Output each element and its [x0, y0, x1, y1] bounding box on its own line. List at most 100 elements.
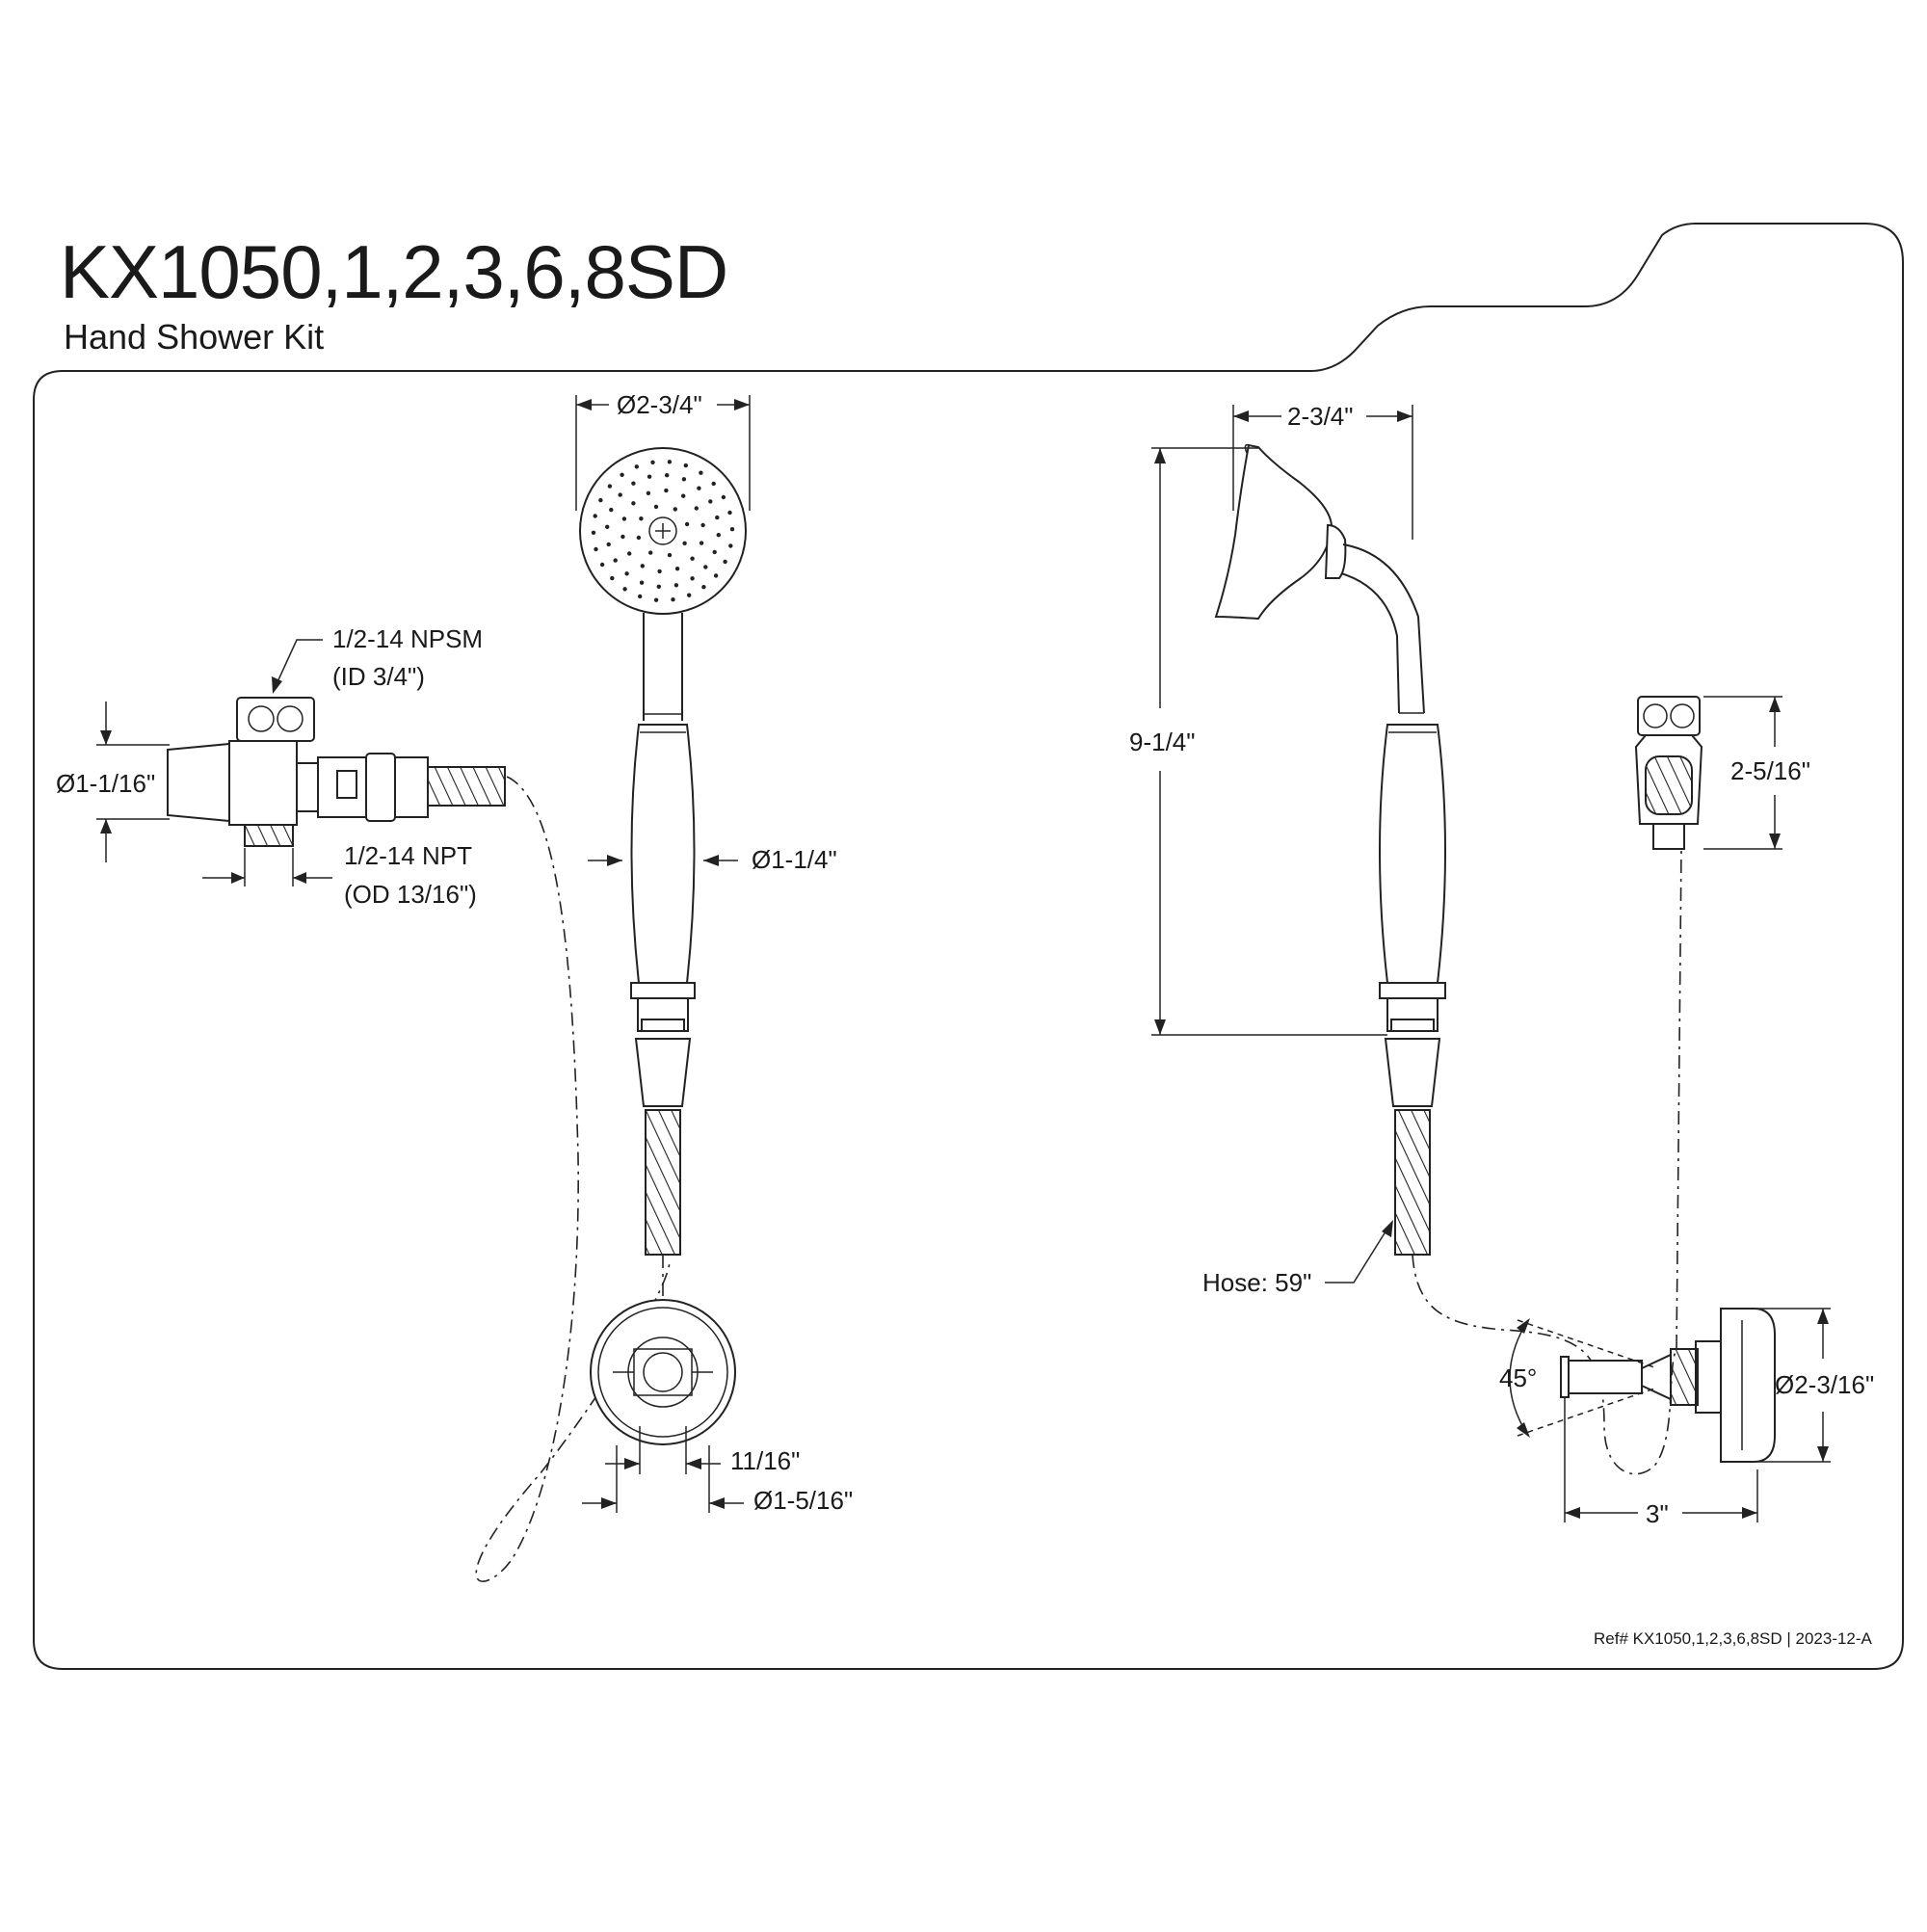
- spray-hole: [729, 527, 735, 532]
- angle-dim: 45°: [1499, 1363, 1537, 1392]
- spray-hole: [593, 514, 597, 518]
- spray-hole: [690, 556, 695, 561]
- spray-hole: [699, 541, 704, 545]
- npt-od-dim: (OD 13/16"): [344, 880, 477, 909]
- hand-shower-front: Ø2-3/4" Ø1-1/4": [575, 390, 837, 1322]
- hose-path-left: [475, 776, 671, 1582]
- handle-diameter-dim: Ø1-1/4": [752, 845, 837, 874]
- hose-length-dim: Hose: 59": [1202, 1268, 1311, 1297]
- spray-hole: [728, 543, 733, 548]
- spray-hole: [673, 507, 677, 512]
- spray-hole: [667, 552, 673, 558]
- holder-diameter-dim: Ø1-5/16": [753, 1486, 853, 1515]
- spray-hole: [620, 472, 624, 477]
- spray-hole: [638, 594, 643, 599]
- spray-hole: [711, 481, 716, 487]
- hose-cone-front: [634, 1038, 692, 1107]
- wall-holder-side: 45° Ø2-3/16" 3": [1499, 1308, 1874, 1528]
- spray-hole: [697, 486, 701, 490]
- spray-hole: [703, 565, 708, 569]
- spray-hole: [609, 507, 614, 513]
- spray-hole: [684, 521, 690, 527]
- spray-hole: [700, 522, 705, 528]
- page-subtitle: Hand Shower Kit: [64, 317, 325, 357]
- shower-handle: [630, 724, 696, 984]
- spray-hole: [624, 571, 629, 576]
- spray-hole: [673, 583, 679, 588]
- projection-dim: 3": [1646, 1499, 1669, 1528]
- spray-hole: [713, 573, 719, 578]
- hose-segment-front: [645, 1109, 681, 1256]
- page-title: KX1050,1,2,3,6,8SD: [60, 229, 728, 314]
- spray-hole: [716, 533, 721, 538]
- spray-hole: [591, 530, 596, 535]
- spray-hole: [699, 470, 703, 475]
- spray-hole: [639, 580, 645, 585]
- spray-hole: [671, 597, 675, 602]
- spray-hole: [606, 542, 611, 547]
- npt-nipple: [244, 824, 294, 847]
- adapter-diameter-dim: Ø1-1/16": [56, 769, 155, 798]
- spray-hole: [598, 497, 603, 503]
- spray-hole: [631, 501, 636, 506]
- diverter-body: [228, 740, 298, 826]
- spray-hole: [636, 535, 642, 541]
- spray-holes: [591, 460, 735, 602]
- spray-hole: [605, 524, 610, 529]
- spray-hole: [694, 506, 699, 511]
- npt-thread-dim: 1/2-14 NPT: [344, 841, 472, 870]
- spray-hole: [712, 549, 717, 555]
- spray-hole: [622, 587, 627, 592]
- sheet-border: [33, 223, 1904, 1670]
- adapter-cone: [167, 742, 230, 823]
- spray-hole: [657, 569, 662, 574]
- spray-hole: [621, 516, 627, 521]
- spray-hole: [727, 510, 732, 516]
- spray-hole: [715, 515, 720, 520]
- spray-hole: [631, 481, 636, 486]
- spray-hole: [648, 550, 653, 555]
- hose-segment-left: [427, 766, 506, 807]
- spray-hole: [681, 493, 686, 498]
- spray-hole: [682, 541, 687, 545]
- head-depth-dim: 2-3/4": [1287, 402, 1354, 431]
- spray-hole: [690, 576, 695, 581]
- hose-segment-side: [1394, 1109, 1431, 1256]
- wall-holder-front: 11/16" Ø1-5/16": [582, 1299, 853, 1515]
- spray-hole: [681, 477, 687, 482]
- hand-shower-side: 2-3/4" 9-1/4" Hose: 59": [1129, 402, 1446, 1297]
- reference-note: Ref# KX1050,1,2,3,6,8SD | 2023-12-A: [1594, 1629, 1873, 1648]
- spray-hole: [594, 546, 598, 552]
- spray-hole: [708, 499, 713, 504]
- spray-hole: [627, 551, 632, 556]
- spray-hole: [665, 473, 670, 478]
- wall-bracket: 2-5/16": [1634, 696, 1810, 850]
- npsm-thread-dim: 1/2-14 NPSM: [332, 624, 483, 653]
- spray-hole: [721, 494, 726, 500]
- spray-hole: [599, 562, 605, 568]
- shower-head-side: [1214, 443, 1333, 621]
- spray-hole: [607, 484, 613, 489]
- spray-hole: [683, 463, 688, 468]
- shower-handle-side: [1379, 724, 1446, 984]
- hose-path-right: [1412, 847, 1682, 1475]
- spray-hole: [723, 559, 727, 565]
- spray-hole: [653, 504, 659, 510]
- spray-hole: [613, 558, 618, 563]
- spray-hole: [667, 460, 673, 464]
- spray-hole: [610, 575, 615, 581]
- shower-length-dim: 9-1/4": [1129, 728, 1196, 756]
- spray-hole: [701, 585, 706, 590]
- holder-slot-dim: 11/16": [730, 1446, 800, 1475]
- npsm-id-dim: (ID 3/4"): [332, 662, 425, 691]
- spray-hole: [653, 597, 659, 602]
- flange-diameter-dim: Ø2-3/16": [1775, 1370, 1874, 1399]
- spray-hole: [639, 516, 644, 521]
- spray-hole: [634, 464, 639, 469]
- spray-hole: [620, 534, 625, 540]
- head-diameter-dim: Ø2-3/4": [617, 390, 702, 419]
- spray-hole: [656, 584, 661, 589]
- spray-hole: [687, 593, 692, 597]
